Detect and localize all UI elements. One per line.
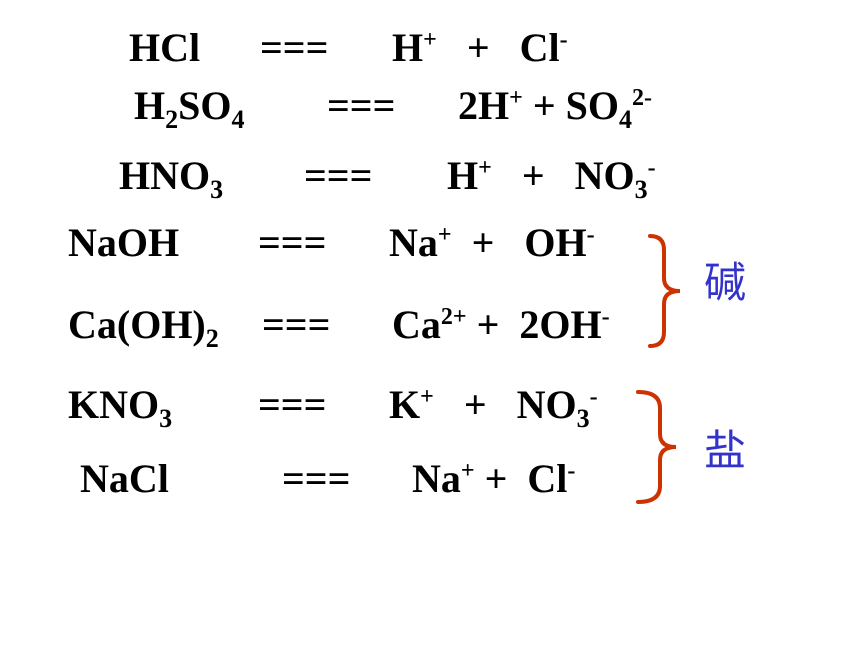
ions-nacl-part-1: + [460, 458, 475, 484]
arrow-hcl: === [260, 25, 329, 70]
formula-kno3-part-0: KNO [68, 382, 160, 427]
ions-hno3-part-4: - [647, 155, 656, 181]
ions-naoh: Na+ + OH- [389, 223, 595, 263]
ions-h2so4: 2H+ + SO42- [458, 83, 652, 133]
ions-h2so4-part-2: + SO [522, 83, 619, 128]
formula-naoh: NaOH [68, 223, 179, 263]
formula-hcl-part-0: HCl [129, 25, 201, 70]
formula-nacl-part-0: NaCl [80, 456, 169, 501]
formula-hno3-part-0: HNO [119, 153, 211, 198]
base-brace [648, 234, 681, 348]
formula-hno3: HNO3 [119, 153, 223, 203]
arrow-nacl: === [282, 456, 351, 501]
arrow-hno3: === [304, 153, 373, 198]
ions-kno3-part-3: 3 [576, 404, 590, 433]
ions-hcl-part-1: + [423, 27, 437, 53]
ions-caoh2: Ca2+ + 2OH- [392, 305, 610, 345]
ions-naoh-part-2: + OH [451, 220, 587, 265]
salt-brace-path [636, 390, 677, 504]
formula-caoh2-part-0: Ca(OH) [68, 302, 206, 347]
salt-brace [636, 390, 677, 504]
ions-caoh2-part-3: - [601, 304, 610, 330]
salt-label: 盐 [704, 426, 747, 475]
formula-h2so4-part-0: H [134, 83, 166, 128]
ions-hcl-part-2: + Cl [436, 25, 560, 70]
formula-h2so4-part-3: 4 [231, 105, 245, 134]
ions-h2so4-part-0: 2H [458, 83, 510, 128]
ions-hno3-part-0: H [447, 153, 479, 198]
ions-kno3-part-1: + [420, 384, 434, 410]
formula-h2so4-part-2: SO [178, 83, 232, 128]
ions-kno3-part-4: - [589, 384, 598, 410]
ions-hcl-part-0: H [392, 25, 424, 70]
ions-nacl-part-2: + Cl [474, 456, 568, 501]
ions-kno3: K+ + NO3- [389, 382, 598, 432]
arrow-h2so4: === [327, 83, 396, 128]
ions-caoh2-part-0: Ca [392, 302, 441, 347]
ions-caoh2-part-2: + 2OH [466, 302, 602, 347]
formula-kno3: KNO3 [68, 382, 172, 432]
arrow-naoh: === [258, 220, 327, 265]
ions-kno3-part-2: + NO [433, 382, 577, 427]
formula-hcl: HCl [129, 28, 200, 68]
formula-h2so4-part-1: 2 [165, 105, 179, 134]
formula-h2so4: H2SO4 [134, 83, 244, 133]
formula-caoh2-part-1: 2 [205, 324, 219, 353]
formula-naoh-part-0: NaOH [68, 220, 180, 265]
ions-hno3: H+ + NO3- [447, 153, 656, 203]
ions-nacl: Na+ + Cl- [412, 459, 575, 499]
ions-naoh-part-0: Na [389, 220, 438, 265]
ions-naoh-part-3: - [586, 222, 595, 248]
ions-hcl: H+ + Cl- [392, 28, 568, 68]
ions-nacl-part-0: Na [412, 456, 461, 501]
ions-h2so4-part-4: 2- [631, 85, 652, 111]
formula-nacl: NaCl [80, 459, 169, 499]
formula-caoh2: Ca(OH)2 [68, 302, 219, 352]
ions-caoh2-part-1: 2+ [440, 304, 467, 330]
base-brace-path [648, 234, 681, 348]
ions-kno3-part-0: K [389, 382, 421, 427]
formula-kno3-part-1: 3 [159, 404, 173, 433]
ions-hno3-part-3: 3 [634, 175, 648, 204]
formula-hno3-part-1: 3 [210, 175, 224, 204]
arrow-kno3: === [258, 382, 327, 427]
ions-h2so4-part-3: 4 [618, 105, 632, 134]
ions-hno3-part-2: + NO [491, 153, 635, 198]
ions-nacl-part-3: - [567, 458, 576, 484]
ions-hno3-part-1: + [478, 155, 492, 181]
ions-hcl-part-3: - [559, 27, 568, 53]
base-label: 碱 [704, 258, 747, 307]
arrow-caoh2: === [262, 302, 331, 347]
ions-naoh-part-1: + [437, 222, 452, 248]
ions-h2so4-part-1: + [509, 85, 523, 111]
